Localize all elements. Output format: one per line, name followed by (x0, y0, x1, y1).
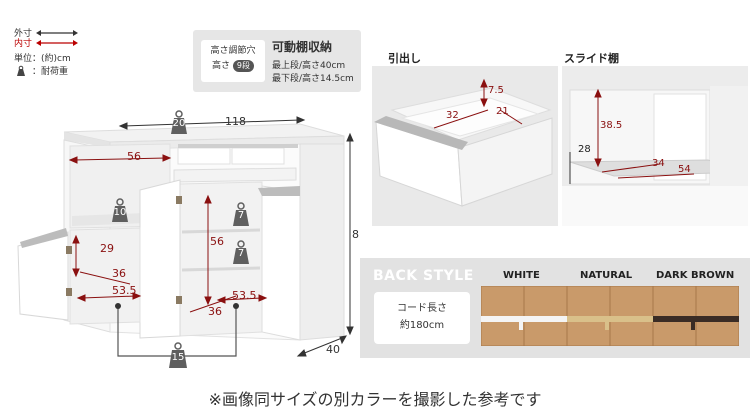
drawer-width-label: 32 (446, 110, 459, 121)
hole-line2: 高さ 9段 (201, 59, 265, 74)
swatch-natural (566, 285, 654, 347)
drawer-depth-label: 21 (496, 106, 509, 117)
depth-label: 40 (326, 343, 340, 356)
legend-outer: 外寸 (14, 26, 79, 39)
left-inner-width-label: 56 (127, 150, 141, 163)
shelf-bottom: 最下段/高さ14.5cm (272, 74, 354, 84)
drawer-caption: 引出し (388, 52, 421, 65)
cord-line2: 約180cm (399, 320, 445, 331)
shelf-title: 可動棚収納 (272, 40, 333, 54)
legend-unit: 単位：(約)cm (14, 51, 71, 64)
swatch-white (480, 285, 568, 347)
swatch-natural-image (566, 285, 654, 347)
slide-height-label: 38.5 (600, 120, 623, 131)
weight-icon-left-shelf (112, 198, 128, 222)
slide-shelf-illustration (562, 66, 748, 226)
outer-arrow-icon (36, 29, 79, 36)
unit-label: 単位：(約)cm (14, 54, 71, 64)
center-h-label: 56 (210, 235, 224, 248)
color-label-darkbrown: DARK BROWN (656, 270, 735, 281)
slide-width-label: 34 (652, 158, 665, 169)
inner-arrow-icon (36, 39, 79, 46)
left-door-d-label: 36 (112, 267, 126, 280)
legend-inner: 内寸 (14, 36, 79, 49)
legend-load: ：耐荷重 (14, 64, 68, 77)
drawer-illustration (372, 66, 558, 226)
weight-icon-right-upper (233, 202, 249, 226)
hole-notice: 高さ調節穴 高さ 9段 (201, 40, 265, 82)
right-door-d-label: 36 (208, 305, 222, 318)
right-lower-load-value: 7 (237, 248, 245, 259)
weight-icon-bottom (169, 342, 187, 368)
swatch-darkbrown (652, 285, 740, 347)
footer-note: ※画像同サイズの別カラーを撮影した参考です (208, 390, 542, 409)
top-load-value: 20 (172, 118, 186, 129)
right-upper-load-value: 7 (237, 210, 245, 221)
weight-icon-right-lower (233, 240, 249, 264)
weight-icon (17, 65, 25, 76)
cord-length-box: コード長さ 約180cm (374, 292, 470, 344)
hole-line2-prefix: 高さ (212, 61, 231, 71)
swatch-white-image (480, 285, 568, 347)
load-label: ：耐荷重 (32, 67, 69, 77)
back-style-title: BACK STYLE (373, 268, 474, 284)
left-shelf-load-value: 10 (113, 207, 127, 218)
bottom-load-value: 15 (171, 352, 185, 363)
drawer-height-label: 7.5 (488, 85, 504, 96)
left-door-h-label: 29 (100, 242, 114, 255)
swatch-darkbrown-image (652, 285, 740, 347)
slide-depth-label: 54 (678, 164, 691, 175)
height-label: 8 (352, 228, 359, 241)
shelf-top: 最上段/高さ40cm (272, 61, 346, 71)
slide-caption: スライド棚 (564, 52, 619, 65)
outer-label: 外寸 (14, 29, 33, 39)
inner-label: 内寸 (14, 39, 33, 49)
cord-line1: コード長さ (397, 303, 447, 314)
right-door-w-label: 53.5 (232, 289, 257, 302)
cabinet-illustration (17, 116, 354, 357)
color-label-natural: NATURAL (580, 270, 633, 281)
slide-h2-label: 28 (578, 144, 591, 155)
color-label-white: WHITE (503, 270, 540, 281)
hole-badge: 9段 (232, 60, 254, 72)
hole-line1: 高さ調節穴 (210, 46, 256, 56)
width-label: 118 (225, 115, 246, 128)
weight-icon-top (171, 110, 187, 134)
left-door-w-label: 53.5 (112, 284, 137, 297)
